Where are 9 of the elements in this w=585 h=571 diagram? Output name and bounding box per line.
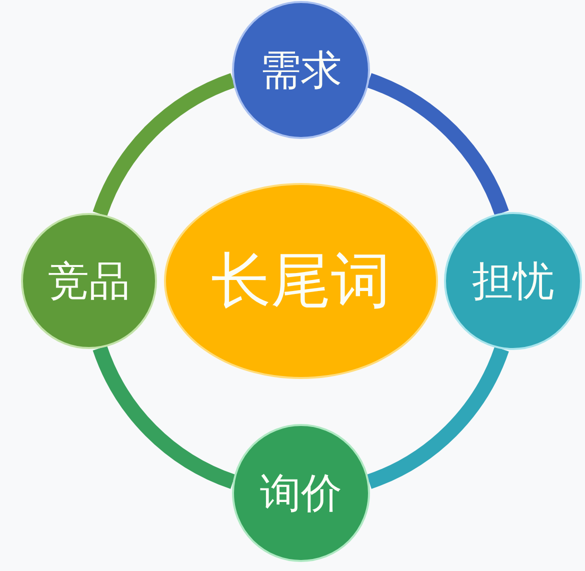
topic-circle: 询价: [232, 424, 370, 562]
topic-circle: 竞品: [21, 213, 157, 349]
keyword-ellipse: 长尾词: [164, 183, 438, 379]
ring-arc: [366, 346, 509, 489]
ring-arc: [92, 345, 236, 489]
topic-circle: 需求: [232, 1, 370, 139]
ring-arc: [366, 73, 509, 216]
ring-arc: [92, 73, 236, 217]
topic-circle: 担忧: [444, 212, 582, 350]
